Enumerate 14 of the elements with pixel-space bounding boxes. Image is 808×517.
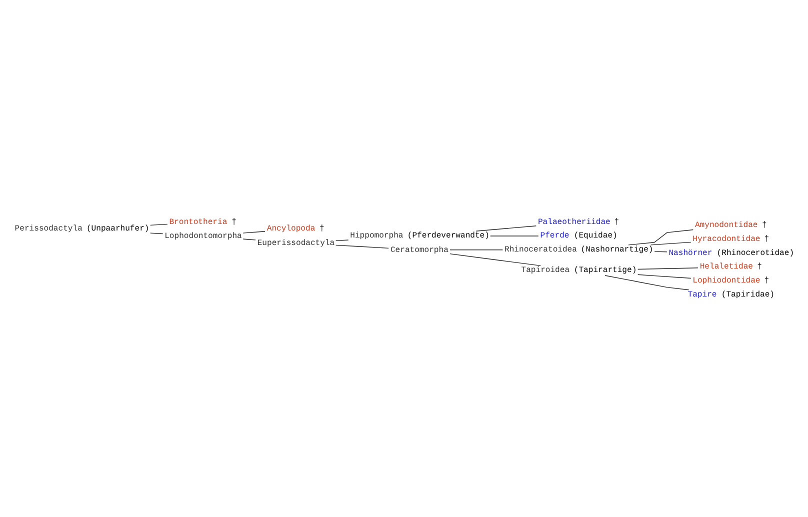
connector [476, 226, 536, 232]
connector [628, 229, 694, 246]
connector [150, 232, 164, 234]
connector [336, 240, 349, 242]
connector [336, 244, 389, 248]
connector [638, 274, 692, 279]
connector [242, 231, 266, 234]
connector [242, 238, 256, 240]
connector [638, 268, 698, 270]
connector [650, 242, 692, 246]
connector [150, 224, 168, 226]
connector [450, 253, 541, 266]
connector [654, 251, 668, 252]
connector [604, 275, 690, 290]
